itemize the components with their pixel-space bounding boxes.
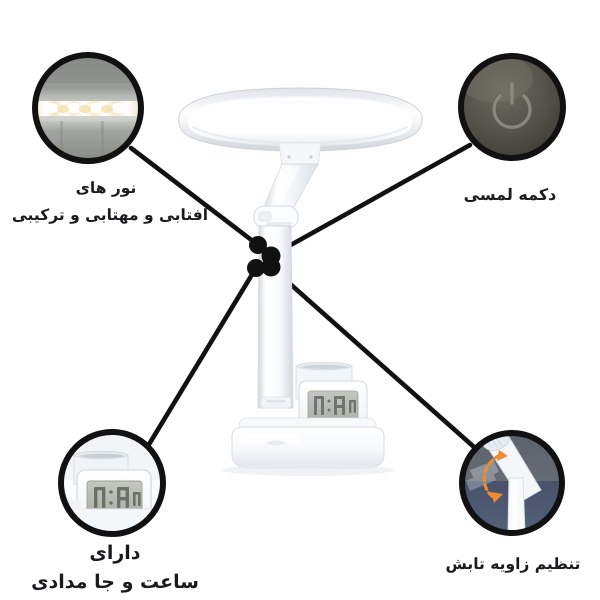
callout-circle-lights <box>32 52 144 164</box>
digital-clock-module <box>298 380 368 430</box>
base-shadow <box>222 464 394 476</box>
leader-line-lights <box>128 145 261 248</box>
anchor-dot-clock <box>247 259 265 277</box>
lamp-product-photo <box>178 87 423 476</box>
callout-label-beam-angle: تنظیم زاویه تابش <box>426 554 600 574</box>
callout-circle-beam-angle <box>459 430 565 536</box>
callout-ring-touch-button <box>458 53 566 161</box>
lamp-head-neck <box>278 142 322 167</box>
callout-label-touch-button-line1: دکمه لمسی <box>463 185 557 204</box>
leader-line-clock <box>145 265 259 449</box>
callout-label-clock: دارای ساعت و جا مدادی <box>10 541 220 595</box>
callout-label-lights: نور های افتابی و مهتابی و ترکیبی <box>6 178 208 226</box>
anchor-dot-lights <box>249 236 267 254</box>
callout-ring-beam-angle <box>459 430 565 536</box>
callout-label-lights-line2: افتابی و مهتابی و ترکیبی <box>11 206 209 225</box>
clock-lcd-digits <box>314 396 356 415</box>
callout-label-clock-line1: دارای <box>89 542 141 564</box>
power-button-icon <box>492 82 532 130</box>
leader-line-angle <box>268 264 477 450</box>
callout-circle-clock <box>58 429 166 537</box>
callout-ring-lights <box>32 52 144 164</box>
lamp-head-panel <box>178 87 423 152</box>
callout-ring-clock <box>58 429 166 537</box>
lamp-hinge-joint <box>253 205 299 229</box>
anchor-dot-angle <box>261 257 281 277</box>
callout-label-clock-line2: ساعت و جا مدادی <box>31 571 199 594</box>
callout-circle-touch-button <box>458 53 566 161</box>
lamp-base <box>231 417 385 469</box>
callout-label-beam-angle-line1: تنظیم زاویه تابش <box>445 555 581 573</box>
callout-label-touch-button: دکمه لمسی <box>424 184 596 205</box>
leader-line-touch <box>268 142 473 259</box>
callout-leader-lines <box>128 142 477 450</box>
rotation-arrow-icon <box>482 453 502 499</box>
callout-anchor-dots <box>247 236 281 277</box>
callout-label-lights-line1: نور های <box>75 179 137 197</box>
